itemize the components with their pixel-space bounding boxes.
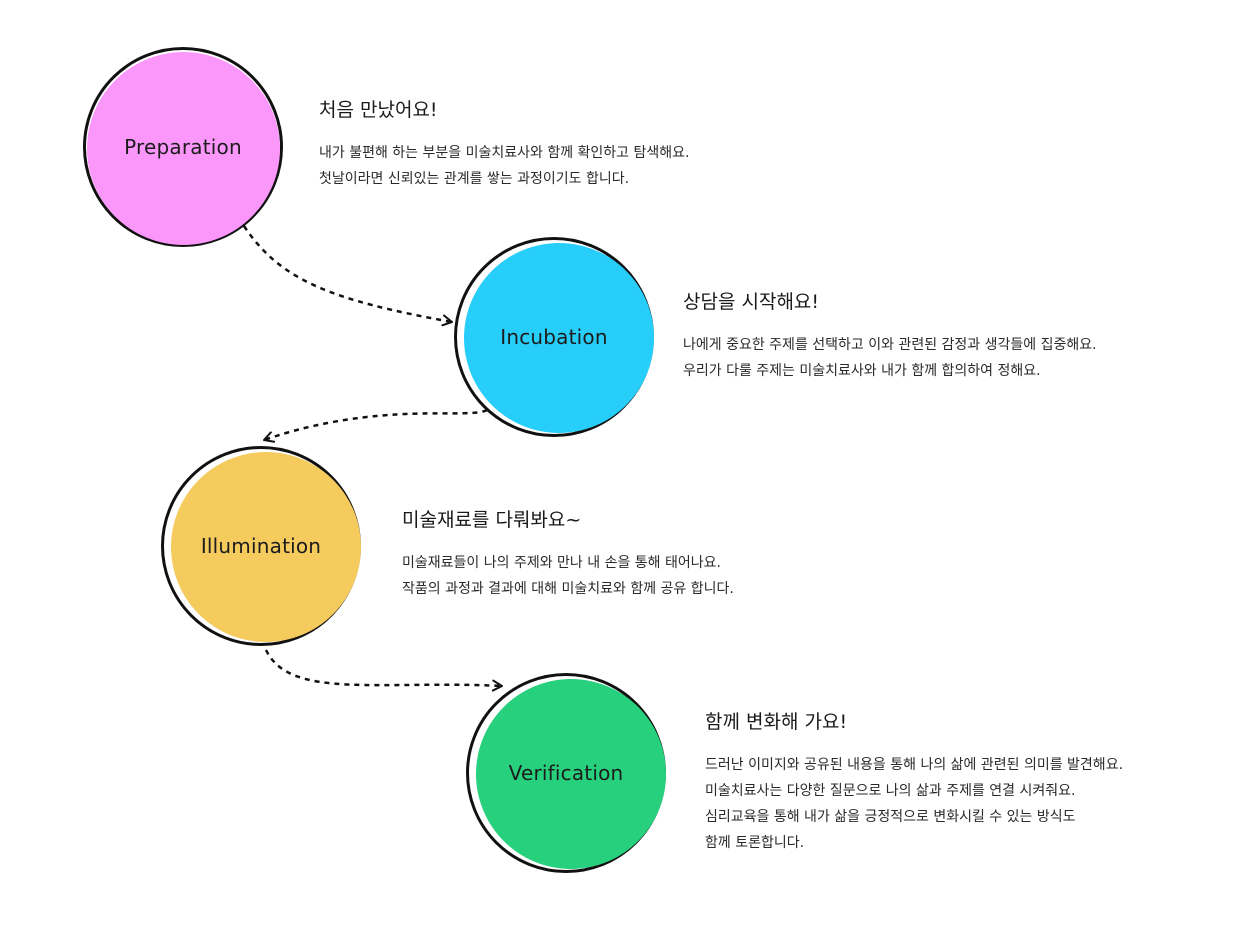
stage-circle-fill [464,243,654,433]
stage-text-line: 첫날이라면 신뢰있는 관계를 쌓는 과정이기도 합니다. [319,171,630,187]
stage-heading-incubation: 상담을 시작해요! [683,291,820,313]
stage-label-preparation: Preparation [124,135,242,159]
stage-text-line: 작품의 과정과 결과에 대해 미술치료와 함께 공유 합니다. [402,581,734,597]
stage-text-line: 미술치료사는 다양한 질문으로 나의 삶과 주제를 연결 시켜줘요. [705,783,1076,799]
stage-circle-fill [171,452,361,642]
stage-label-illumination: Illumination [200,534,322,558]
stage-heading-illumination: 미술재료를 다뤄봐요~ [402,509,582,531]
stage-circle-fill [87,52,280,245]
stage-text-line: 심리교육을 통해 내가 삶을 긍정적으로 변화시킬 수 있는 방식도 [705,809,1076,825]
stage-text-line: 함께 토론합니다. [705,835,805,851]
stage-circle-verification: Verification [466,673,666,873]
stage-text-line: 우리가 다룰 주제는 미술치료사와 내가 함께 합의하여 정해요. [683,363,1041,379]
stage-text-line: 나에게 중요한 주제를 선택하고 이와 관련된 감정과 생각들에 집중해요. [683,337,1097,353]
stage-label-verification: Verification [508,761,624,785]
stage-label-incubation: Incubation [500,325,608,349]
stage-circle-illumination: Illumination [161,446,361,646]
stage-circle-incubation: Incubation [454,237,654,437]
stage-circle-preparation: Preparation [83,47,283,247]
stage-text-line: 드러난 이미지와 공유된 내용을 통해 나의 삶에 관련된 의미를 발견해요. [705,757,1124,773]
stage-description-illumination: 미술재료를 다뤄봐요~ 미술재료들이 나의 주제와 만나 내 손을 통해 태어나… [402,505,734,602]
stage-description-preparation: 처음 만났어요! 내가 불편해 하는 부분을 미술치료사와 함께 확인하고 탐색… [319,95,689,192]
stage-description-incubation: 상담을 시작해요! 나에게 중요한 주제를 선택하고 이와 관련된 감정과 생각… [683,287,1097,384]
stage-description-verification: 함께 변화해 가요! 드러난 이미지와 공유된 내용을 통해 나의 삶에 관련된… [705,707,1123,856]
stage-text-line: 미술재료들이 나의 주제와 만나 내 손을 통해 태어나요. [402,555,721,571]
stage-text-line: 내가 불편해 하는 부분을 미술치료사와 함께 확인하고 탐색해요. [319,145,690,161]
stage-heading-verification: 함께 변화해 가요! [705,711,848,733]
stage-circle-fill [476,679,666,869]
stage-heading-preparation: 처음 만났어요! [319,99,438,121]
